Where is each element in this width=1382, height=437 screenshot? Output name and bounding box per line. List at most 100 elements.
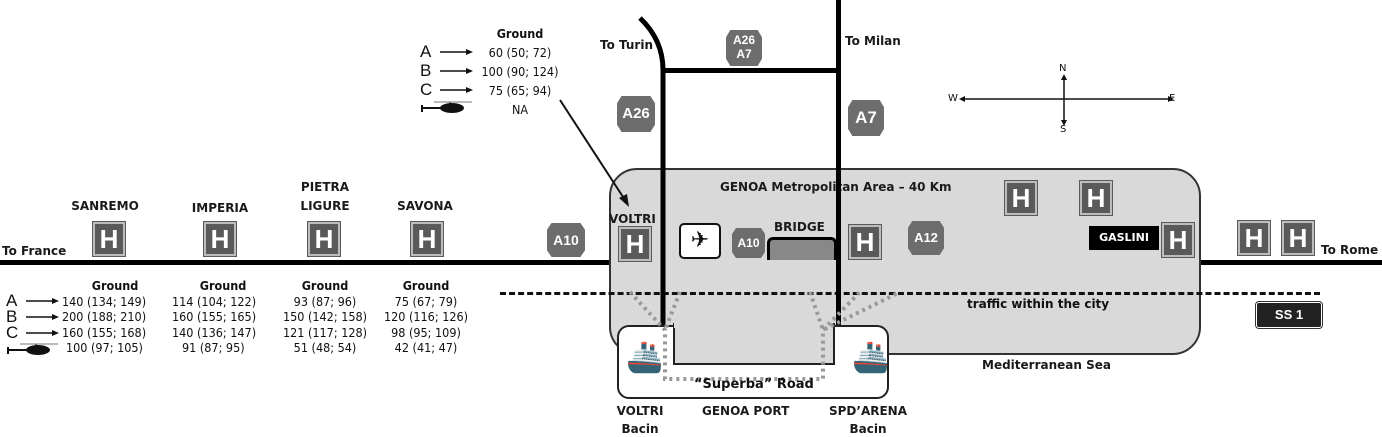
port-mask	[674, 322, 831, 328]
value-a: 93 (87; 96)	[293, 293, 357, 309]
ground-header: Ground	[199, 278, 247, 293]
pietra-ligure-data: Ground 93 (87; 96) 150 (142; 158) 121 (1…	[275, 278, 375, 356]
bridge-shape	[767, 237, 837, 260]
spd-arena-line1: SPD’ARENA	[828, 404, 907, 418]
traffic-label: traffic within the city	[967, 297, 1110, 311]
to-turin-label: To Turin	[600, 38, 653, 52]
legend-west: A B C	[6, 291, 60, 360]
connector-road	[663, 68, 841, 73]
value-a: 75 (67; 79)	[394, 293, 458, 309]
genoa-port-label: GENOA PORT	[702, 404, 790, 418]
a26-label: A26	[732, 33, 755, 47]
to-milan-label: To Milan	[845, 34, 901, 48]
hospital-icon-rome-2: H	[1282, 221, 1314, 255]
compass-east: E	[1169, 93, 1176, 104]
hospital-icon-rome-1: H	[1238, 221, 1270, 255]
milan-road	[836, 0, 841, 333]
ship-icon-spd-arena: 🚢	[852, 340, 890, 375]
hospital-icon-east-1: H	[1005, 181, 1037, 215]
right-arrow-icon	[26, 298, 59, 304]
hospital-icon-sanremo: H	[93, 222, 125, 256]
a26-shield: A26	[617, 96, 655, 132]
airport-icon: ✈	[679, 223, 721, 259]
imperia-data: Ground 114 (104; 122) 160 (155; 165) 140…	[172, 278, 256, 356]
hospital-icon-imperia: H	[204, 222, 236, 256]
value-helicopter: 42 (41; 47)	[394, 340, 458, 355]
ss1-shield: SS 1	[1255, 301, 1323, 329]
ground-header: Ground	[496, 26, 544, 41]
right-arrow-icon	[26, 314, 59, 320]
right-arrow-icon	[440, 48, 473, 55]
city-sanremo: SANREMO	[71, 199, 139, 213]
sanremo-data: Ground 140 (134; 149) 200 (188; 210) 160…	[62, 278, 146, 356]
value-b: 150 (142; 158)	[282, 309, 368, 324]
a10-city-shield: A10	[732, 228, 765, 258]
ship-icon-voltri: 🚢	[626, 340, 664, 375]
helicopter-icon	[421, 101, 472, 113]
hospital-icon-center: H	[849, 225, 881, 259]
superba-road-path	[628, 290, 901, 381]
value-helicopter: 100 (97; 105)	[66, 340, 143, 355]
voltri-label: VOLTRI	[609, 212, 656, 226]
a26-a7-shield: A26 A7	[726, 30, 762, 66]
spd-arena-line2: Bacin	[849, 422, 887, 436]
compass-west: W	[948, 93, 958, 104]
gaslini-label: GASLINI	[1089, 226, 1159, 250]
city-pietra-ligure-line1: PIETRA	[300, 180, 350, 194]
legend-letter-b: B	[420, 60, 432, 80]
a10-west-shield: A10	[547, 223, 585, 257]
to-rome-label: To Rome	[1321, 243, 1379, 257]
compass-rose	[959, 74, 1174, 126]
right-arrow-icon	[440, 86, 473, 93]
value-a: 114 (104; 122)	[172, 293, 257, 309]
voltri-bacin-line1: VOLTRI	[616, 404, 664, 418]
voltri-pointer-arrow	[559, 99, 629, 207]
legend-voltri: A B C	[420, 42, 474, 118]
value-b: 200 (188; 210)	[62, 309, 147, 324]
value-c: 121 (117; 128)	[282, 324, 368, 340]
value-helicopter: NA	[511, 102, 529, 117]
bridge-label: BRIDGE	[774, 220, 825, 234]
hospital-icon-savona: H	[411, 222, 443, 256]
city-savona: SAVONA	[397, 199, 453, 213]
value-b: 120 (116; 126)	[383, 309, 469, 324]
compass-south: S	[1060, 124, 1067, 135]
value-c: 140 (136; 147)	[172, 324, 257, 340]
hospital-icon-east-2: H	[1080, 181, 1112, 215]
savona-data: Ground 75 (67; 79) 120 (116; 126) 98 (95…	[376, 278, 476, 356]
a12-shield: A12	[908, 221, 944, 255]
value-b: 100 (90; 124)	[481, 64, 559, 79]
city-pietra-ligure-line2: LIGURE	[300, 199, 350, 213]
voltri-data: Ground 60 (50; 72) 100 (90; 124) 75 (65;…	[470, 24, 570, 119]
superba-road-label: “Superba” Road	[694, 377, 814, 392]
value-c: 160 (155; 168)	[62, 324, 147, 340]
ground-header: Ground	[402, 278, 450, 293]
a7-shield: A7	[848, 100, 884, 136]
hospital-icon-pietra-ligure: H	[308, 222, 340, 256]
legend-letter-a: A	[420, 41, 432, 61]
legend-letter-c: C	[6, 323, 19, 342]
helicopter-icon	[7, 343, 58, 355]
legend-letter-b: B	[6, 307, 18, 326]
turin-road	[638, 16, 666, 335]
ground-header: Ground	[301, 278, 349, 293]
city-imperia: IMPERIA	[191, 201, 249, 215]
value-b: 160 (155; 165)	[172, 309, 257, 324]
legend-letter-c: C	[420, 79, 433, 99]
right-arrow-icon	[440, 67, 473, 74]
value-helicopter: 51 (48; 54)	[293, 340, 357, 355]
hospital-icon-voltri: H	[619, 227, 651, 261]
port-inner-area	[673, 323, 835, 365]
value-a: 60 (50; 72)	[488, 45, 552, 60]
metro-area-title: GENOA Metropolitan Area – 40 Km	[720, 180, 952, 194]
compass-north: N	[1059, 63, 1067, 74]
city-traffic-line	[500, 292, 1320, 295]
hospital-icon-gaslini: H	[1162, 223, 1194, 257]
voltri-bacin-line2: Bacin	[621, 422, 659, 436]
value-a: 140 (134; 149)	[62, 293, 147, 309]
mediterranean-sea-label: Mediterranean Sea	[982, 358, 1111, 372]
ground-header: Ground	[91, 278, 139, 293]
right-arrow-icon	[26, 330, 59, 336]
to-france-label: To France	[2, 244, 67, 258]
legend-letter-a: A	[6, 291, 18, 310]
